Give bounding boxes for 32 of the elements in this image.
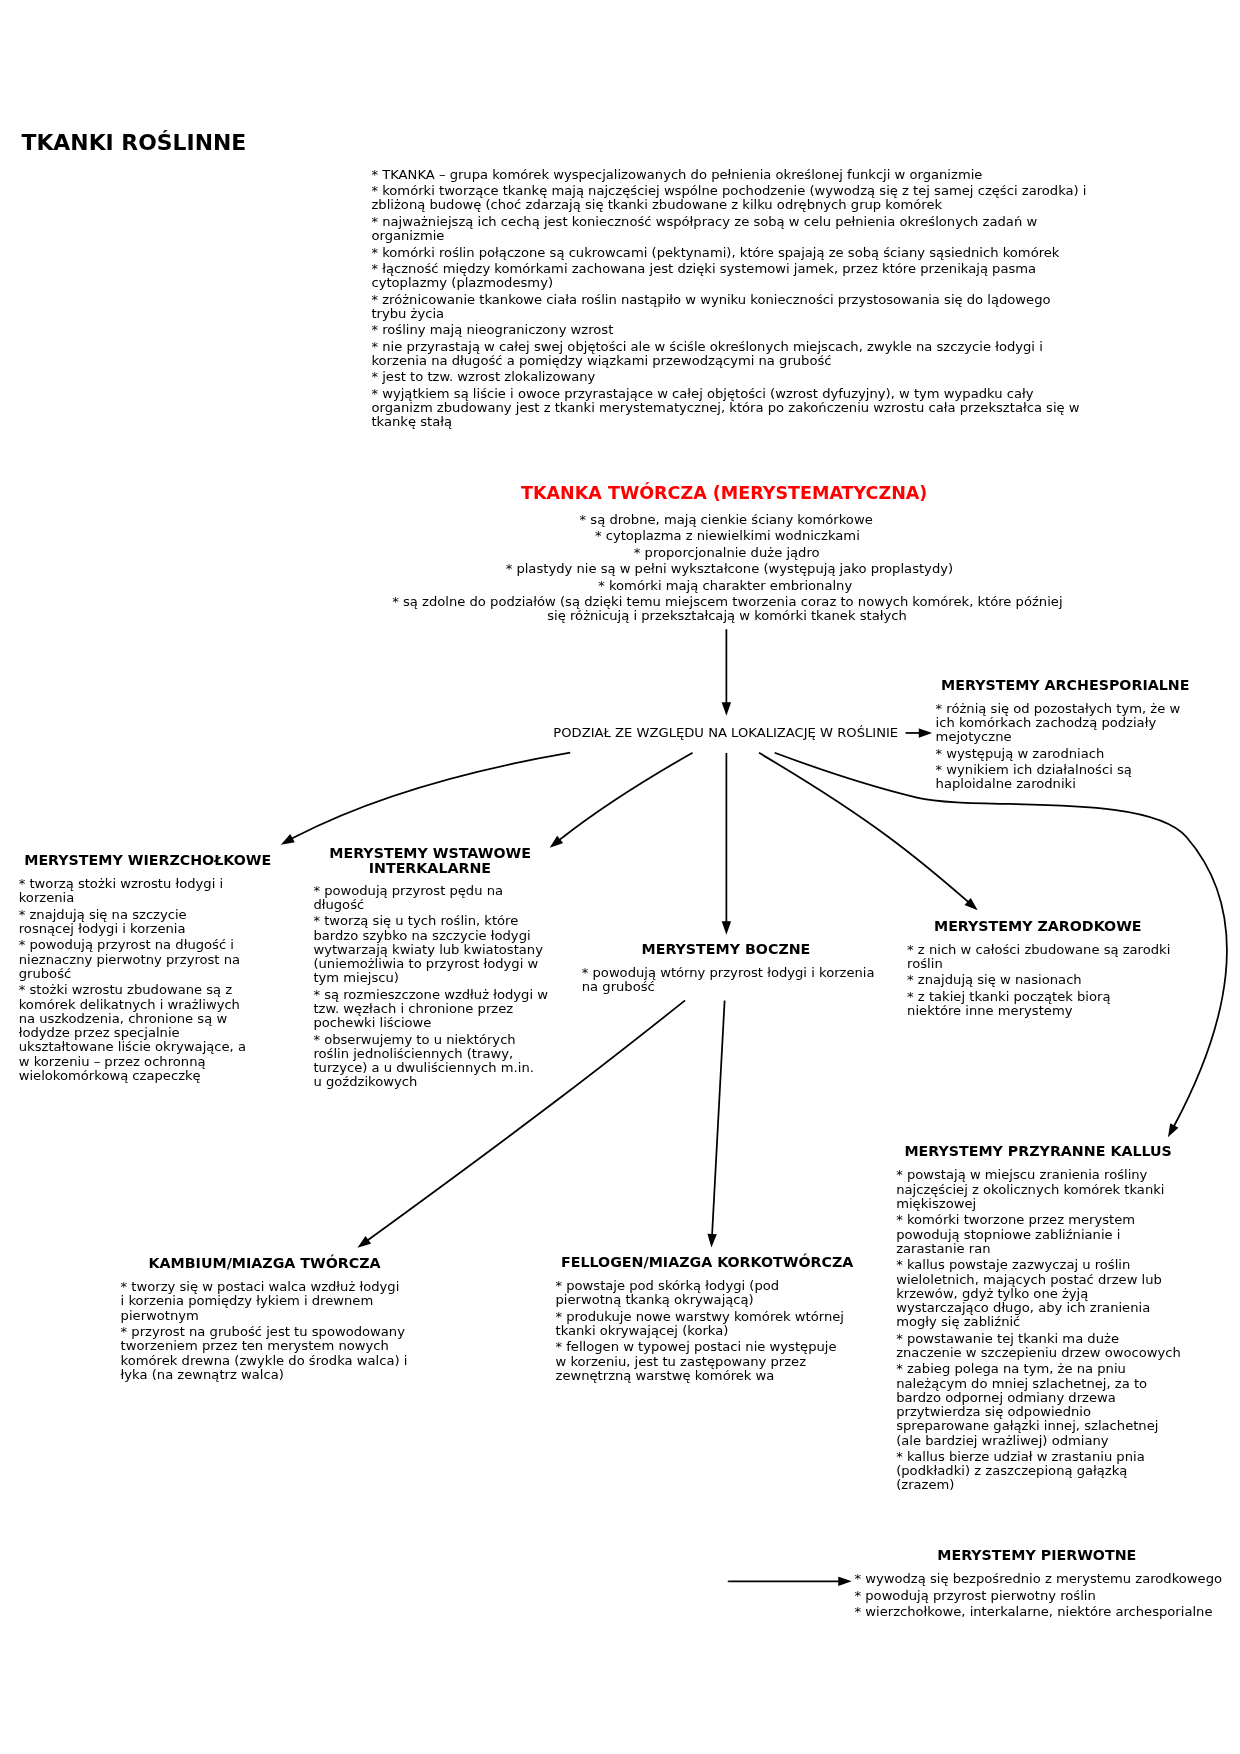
arrow (773, 751, 1228, 1138)
node-text: PODZIAŁ ZE WZGLĘDU NA LOKALIZACJĘ W ROŚLINIE (553, 724, 899, 740)
arrow (357, 999, 686, 1248)
label: * komórki tworzące tkankę mają najczęściej wspólne pochodzenie (wywodzą się z tej samej części zarodka) i zbliżoną budowę (choć zdarzają się tkanki zbudowane z kilku odrębnych grup komórek (371, 183, 1087, 213)
label: * jest to tzw. wzrost zlokalizowany (371, 369, 596, 385)
arrow (721, 752, 732, 935)
arrow (721, 628, 732, 716)
node-text: MERYSTEMY ZARODKOWE * z nich w całości zbudowane są zarodki roślin * znajdują się w nasionach * z takiej tkanki początek biorą niektóre inne merystemy (907, 917, 1171, 1019)
label: * komórki roślin połączone są cukrowcami (pektynami), które spajają ze sobą ściany sąsiednich komórek (371, 244, 1060, 260)
node-text: MERYSTEMY PRZYRANNE KALLUS * powstają w miejscu zranienia rośliny najczęściej z okolicznych komórek tkanki miękiszowej * komórki tworzone przez merystem powodują stopniowe zabliźnianie i zarastanie ran * kallus powstaje zazwyczaj u roślin wieloletnich, mających postać drzew lub krzewów, gdyż tylko one żyją wystarczająco długo, aby ich zranienia mogły się zabliźnić * powstawanie tej tkanki ma duże znaczenie w szczepieniu drzew owocowych * zabieg polega na tym, że na pniu należącym do mniej szlachetnej, za to bardzo odpornej odmiany drzewa przytwierdza się odpowiednio spreparowane gałązki innej, szlachetnej (ale bardziej wrażliwej) odmiany * kallus bierze udział w zrastaniu pnia (podkładki) z zaszczepioną gałązką (zrazem) (896, 1143, 1181, 1493)
arrow (280, 751, 572, 845)
node-text: MERYSTEMY PIERWOTNE * wywodzą się bezpośrednio z merystemu zarodkowego * powodują przyrost pierwotny roślin * wierzchołkowe, interkalarne, niektóre archesporialne (854, 1546, 1223, 1619)
label: * TKANKA – grupa komórek wyspecjalizowanych do pełnienia określonej funkcji w organizmie (371, 166, 983, 182)
arrow (758, 752, 978, 911)
label: * najważniejszą ich cechą jest konieczność współpracy ze sobą w celu pełnienia określonych zadań w organizmie (371, 213, 1038, 244)
label: * nie przyrastają w całej swej objętości ale w ściśle określonych miejscach, zwykle na szczycie łodygi i korzenia na długość a pomiędzy wiązkami przewodzącymi na grubość (371, 338, 1043, 368)
label: * rośliny mają nieograniczony wzrost (371, 322, 614, 338)
node-text: TKANKA TWÓRCZA (MERYSTEMATYCZNA) * są drobne, mają cienkie ściany komórkowe * cytoplazma z niewielkimi wodniczkami * proporcjonalnie duże jądro * plastydy nie są w pełni wykształcone (występują jako proplastydy) * komórki mają charakter embrionalny * są zdolne do podziałów (są dzięki temu miejscem tworzenia coraz to nowych komórek, które później się różnicują i przekształcają w komórki tkanek stałych (392, 482, 1063, 624)
arrow (707, 999, 726, 1248)
label: * wyjątkiem są liście i owoce przyrastające w całej objętości (wzrost dyfuzyjny), w tym wypadku cały organizm zbudowany jest z tkanki merystematycznej, która po zakończeniu wzrostu cała przekształca się w tkankę stałą (371, 385, 1080, 430)
label: * łączność między komórkami zachowana jest dzięki systemowi jamek, przez które przenikają pasma cytoplazmy (plazmodesmy) (371, 260, 1037, 291)
node-text: MERYSTEMY WSTAWOWE INTERKALARNE * powodują przyrost pędu na długość * tworzą się u tych roślin, które bardzo szybko na szczycie łodygi wytwarzają kwiaty lub kwiatostany (uniemożliwia to przyrost łodygi w tym miejscu) * są rozmieszczone wzdłuż łodygi w tzw. węzłach i chronione przez pochewki liściowe * obserwujemy to u niektórych roślin jednoliściennych (trawy, turzyce) a u dwuliściennych m.in. u goździkowych (313, 845, 548, 1090)
arrow (904, 728, 933, 738)
node-text: MERYSTEMY WIERZCHOŁKOWE * tworzą stożki wzrostu łodygi i korzenia * znajdują się na szczycie rosnącej łodygi i korzenia * powodują przyrost na długość i nieznaczny pierwotny przyrost na grubość * stożki wzrostu zbudowane są z komórek delikatnych i wrażliwych na uszkodzenia, chronione są w łodydze przez specjalnie ukształtowane liście okrywające, a w korzeniu – przez ochronną wielokomórkową czapeczkę (18, 851, 272, 1083)
node-text: KAMBIUM/MIAZGA TWÓRCZA * tworzy się w postaci walca wzdłuż łodygi i korzenia pomiędzy łykiem i drewnem pierwotnym * przyrost na grubość jest tu spowodowany tworzeniem przez ten merystem nowych komórek drewna (zwykle do środka walca) i łyka (na zewnątrz walca) (120, 1254, 408, 1382)
label: * zróżnicowanie tkankowe ciała roślin nastąpiło w wyniku konieczności przystosowania się do lądowego trybu życia (371, 291, 1051, 321)
arrow (728, 1576, 852, 1587)
node-text: FELLOGEN/MIAZGA KORKOTWÓRCZA * powstaje pod skórką łodygi (pod pierwotną tkanką okrywającą) * produkuje nowe warstwy komórek wtórnej tkanki okrywającej (korka) * fellogen w typowej postaci nie występuje w korzeniu, jest tu zastępowany przez zewnętrzną warstwę komórek wa (555, 1253, 854, 1383)
node-text: MERYSTEMY BOCZNE * powodują wtórny przyrost łodygi i korzenia na grubość (581, 940, 875, 995)
arrow (549, 751, 694, 848)
node-text: MERYSTEMY ARCHESPORIALNE * różnią się od pozostałych tym, że w ich komórkach zachodzą podziały mejotyczne * występują w zarodniach * wynikiem ich działalności są haploidalne zarodniki (935, 676, 1190, 792)
diagram-title: TKANKI ROŚLINNE (21, 130, 247, 156)
